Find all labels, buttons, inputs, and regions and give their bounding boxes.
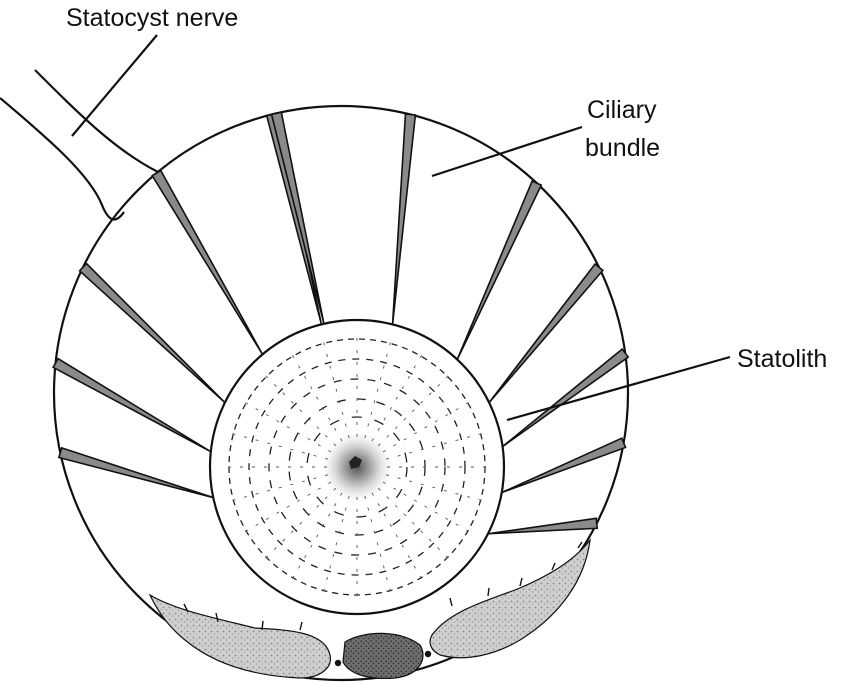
statolith-radial-mark [223,474,329,504]
ciliary-bundle-spoke [488,262,604,404]
statocyst-wall [52,104,630,682]
ciliary-bundle-spoke [502,347,630,448]
ciliary-bundle-spoke [265,112,323,325]
statolith [208,318,506,616]
ciliary-bundle-spoke [487,517,599,535]
leader-lines [71,34,731,422]
statolith-radial-mark [237,397,332,453]
statolith-radial-mark [385,474,491,504]
statolith-radial-mark [287,347,343,442]
statolith-radial-mark [377,487,455,565]
statolith-radial-mark [382,481,477,537]
statolith-ring [268,378,446,556]
statolith-radial-mark [382,397,477,453]
ciliary-bundle-spoke [391,113,417,325]
ciliary-bundle-spoke [57,446,214,499]
label-ciliary-bundle-line1: Ciliary [587,96,657,124]
statolith-radial-mark [223,430,329,460]
label-ciliary-bundle-line2: bundle [585,134,660,162]
statolith-ring [306,416,408,518]
label-statolith: Statolith [737,345,827,373]
ciliary-bundle-spoke [151,169,264,355]
statolith-radial-mark [287,492,343,587]
sensory-cells [148,537,591,680]
ciliary-bundles [51,111,630,535]
ciliary-bundle-spoke [501,437,627,494]
statolith-ring [248,358,466,576]
ciliary-bundle-spoke [456,179,543,360]
statolith-radial-mark [385,430,491,460]
statocyst-nerve [0,69,159,221]
statolith-radial-mark [377,369,455,447]
ciliary-bundle-spoke [51,357,212,453]
ciliary-bundle-spoke [78,262,226,404]
label-statocyst-nerve: Statocyst nerve [66,4,238,32]
statolith-radial-mark [371,347,427,442]
statolith-radial-mark [237,481,332,537]
ciliary-bundle-spoke [270,111,325,324]
